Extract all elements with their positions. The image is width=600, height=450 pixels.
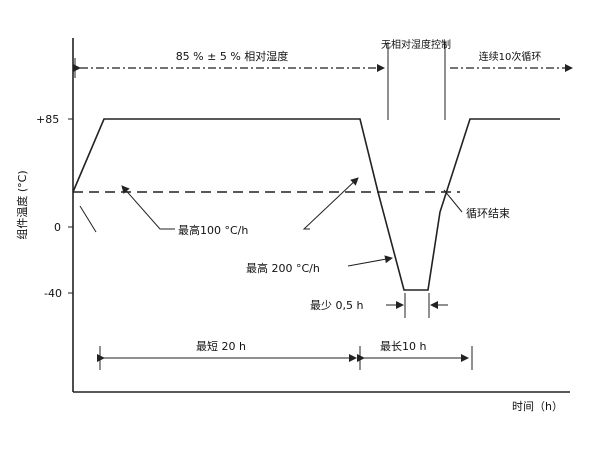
humidity-label: 85 % ± 5 % 相对湿度 bbox=[176, 49, 289, 63]
y-tick-85: +85 bbox=[36, 113, 59, 126]
rate-up-label: 最高100 °C/h bbox=[178, 223, 248, 237]
rate-up-leader bbox=[121, 185, 175, 230]
min-dwell-label: 最少 0,5 h bbox=[310, 299, 363, 312]
rate-down-label: 最高 200 °C/h bbox=[246, 261, 320, 275]
temperature-profile bbox=[72, 118, 560, 291]
continue-cycles-label: 连续10次循环 bbox=[479, 50, 542, 63]
cycle-end-leader bbox=[443, 189, 463, 213]
max-10h-label: 最长10 h bbox=[380, 340, 426, 353]
x-axis-label: 时间（h） bbox=[512, 400, 563, 413]
y-axis-label: 组件温度 (°C) bbox=[15, 170, 29, 239]
no-humidity-label: 无相对湿度控制 bbox=[381, 38, 451, 51]
y-tick-0: 0 bbox=[54, 221, 61, 234]
min-20h-label: 最短 20 h bbox=[196, 339, 246, 353]
cycle-end-label: 循环结束 bbox=[466, 207, 510, 220]
origin-leader bbox=[79, 205, 97, 233]
rate-up-leader-2 bbox=[302, 177, 359, 230]
rate-down-leader bbox=[347, 255, 393, 267]
y-tick-minus40: -40 bbox=[44, 287, 62, 300]
